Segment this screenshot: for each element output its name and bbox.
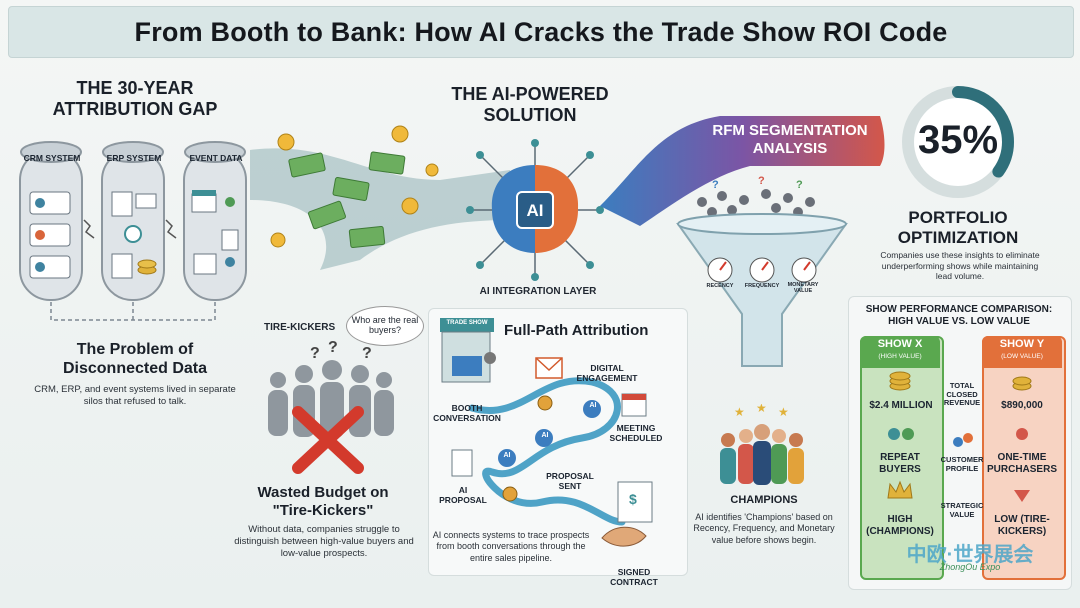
page-title: From Booth to Bank: How AI Cracks the Tr… [134,16,948,47]
ai-chip-label: AI [526,201,544,220]
problem-title: The Problem of Disconnected Data [62,341,208,377]
step-signed-contract: SIGNED CONTRACT [610,567,658,587]
svg-text:★: ★ [756,404,767,415]
silo-erp [101,141,165,301]
attribution-gap-title: THE 30-YEAR ATTRIBUTION GAP [52,78,218,119]
rfm-funnel: ? ? ? [676,176,848,367]
ai-brain [466,139,604,281]
show-y-sub: (LOW VALUE) [1001,353,1043,360]
silo-label-crm: CRM SYSTEM [23,153,81,163]
show-x-name: SHOW X [877,338,923,350]
silo-label-erp: ERP SYSTEM [106,153,162,163]
silo-label-event: EVENT DATA [189,153,243,163]
crowd-illustration: ? ? ? [268,340,394,474]
speech-bubble: Who are the real buyers? [346,306,424,346]
show-y-name: SHOW Y [999,338,1045,350]
show-x-header [860,336,940,368]
step-proposal-sent: PROPOSAL SENT [546,471,594,491]
wasted-budget-title: Wasted Budget on "Tire-Kickers" [257,484,389,519]
rfm-ribbon [600,116,885,226]
pipeline-illustration: $ [440,318,653,547]
title-bar: From Booth to Bank: How AI Cracks the Tr… [8,6,1074,58]
metric-strategic: STRATEGIC VALUE [940,501,984,519]
svg-text:★: ★ [734,405,745,419]
svg-text:$: $ [629,491,637,507]
svg-text:?: ? [758,176,765,187]
show-y-revenue: $890,000 [1001,400,1043,411]
show-x-profile: REPEAT BUYERS [879,452,921,475]
step-ai-proposal: AI PROPOSAL [439,485,487,505]
svg-text:?: ? [310,345,320,362]
show-y-header [982,336,1062,368]
comparison-title: SHOW PERFORMANCE COMPARISON: HIGH VALUE … [865,304,1053,327]
node-ai-3: AI [503,452,511,459]
portfolio-ring-arc [902,86,1014,198]
full-path-title: Full-Path Attribution [504,322,649,339]
gauge-frequency: FREQUENCY [744,283,780,289]
svg-text:?: ? [328,340,338,356]
money-stream [250,125,510,270]
metric-revenue: TOTAL CLOSED REVENUE [943,381,981,408]
show-y-strategic: LOW (TIRE-KICKERS) [994,514,1050,537]
silo-illustration [19,141,247,321]
svg-text:?: ? [362,345,372,362]
rfm-title: RFM SEGMENTATION ANALYSIS [712,122,868,157]
champions-illustration: ★ ★ ★ [720,404,804,485]
portfolio-ring [902,86,1014,198]
show-x-sub: (HIGH VALUE) [878,353,922,360]
ai-integration-layer-label: AI INTEGRATION LAYER [479,286,597,297]
ai-solution-title: THE AI-POWERED SOLUTION [451,84,609,125]
watermark-sub: ZhongOu Expo [939,562,1001,572]
comparison-icons [887,371,1032,502]
step-booth-conversation: BOOTH CONVERSATION [433,403,501,423]
portfolio-title: PORTFOLIO OPTIMIZATION [897,208,1019,247]
booth-sign: TRADE SHOW [446,320,488,326]
silo-event [183,141,247,301]
svg-text:?: ? [796,179,803,191]
show-x-strategic: HIGH (CHAMPIONS) [866,514,934,537]
metric-profile: CUSTOMER PROFILE [940,455,984,473]
champions-label: CHAMPIONS [730,494,798,506]
champions-text: AI identifies 'Champions' based on Recen… [693,512,835,545]
full-path-text: AI connects systems to trace prospects f… [432,530,590,563]
watermark-logo: 中欧·世界展会 [906,544,1034,566]
svg-text:?: ? [712,179,719,191]
gauge-monetary: MONETARY VALUE [787,282,819,294]
svg-text:★: ★ [778,405,789,419]
show-y-profile: ONE-TIME PURCHASERS [986,452,1057,475]
wasted-budget-text: Without data, companies struggle to dist… [234,524,414,559]
gauge-recency: RECENCY [706,283,734,289]
portfolio-text: Companies use these insights to eliminat… [880,250,1040,282]
show-x-revenue: $2.4 MILLION [869,400,933,411]
node-ai-2: AI [541,432,549,439]
problem-text: CRM, ERP, and event systems lived in sep… [34,384,236,407]
step-meeting-scheduled: MEETING SCHEDULED [609,423,663,443]
portfolio-percent: 35% [917,118,999,162]
node-ai-1: AI [589,402,597,409]
step-digital-engagement: DIGITAL ENGAGEMENT [576,363,638,383]
tire-kickers-label: TIRE-KICKERS [264,322,336,333]
